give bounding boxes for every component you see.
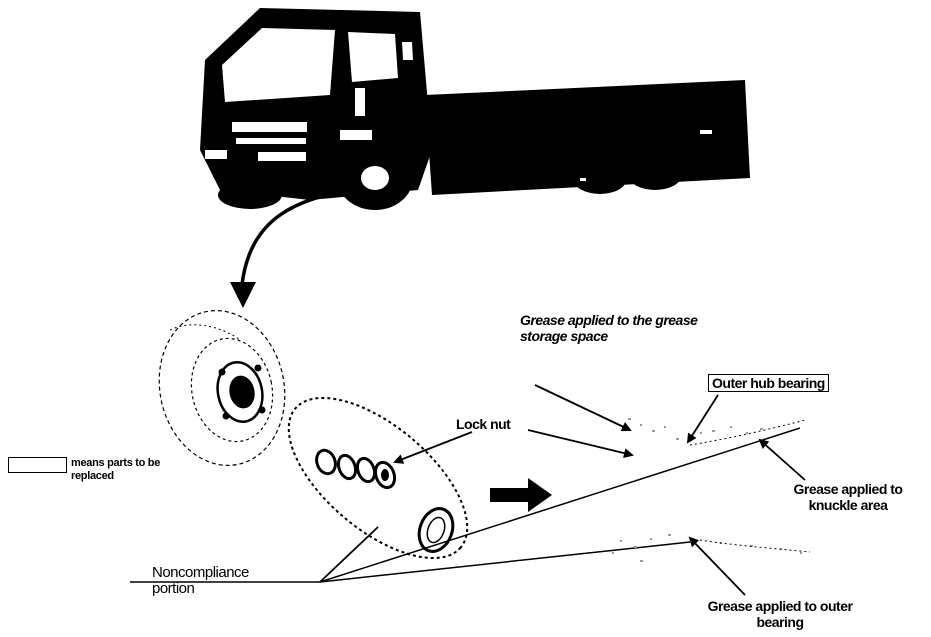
wheel-hub-illustration (145, 299, 299, 477)
leader-lines (320, 385, 805, 595)
grease-outer-bearing-label: Grease applied to outer bearing (700, 598, 860, 630)
grease-knuckle-label: Grease applied to knuckle area (768, 481, 928, 513)
lock-nut-label: Lock nut (456, 416, 510, 432)
noncompliance-text: Noncompliance portion (152, 564, 249, 597)
legend-swatch (8, 457, 67, 473)
noncompliance-label: Noncompliance portion (152, 565, 282, 597)
grease-outer-bearing-text: Grease applied to outer bearing (708, 598, 853, 630)
truck-to-hub-arrowhead (230, 282, 256, 308)
truck-illustration (200, 8, 750, 210)
flow-arrow (490, 478, 552, 512)
legend-text: means parts to be replaced (71, 457, 160, 482)
outer-hub-bearing-label: Outer hub bearing (708, 374, 829, 392)
outer-hub-bearing-text: Outer hub bearing (712, 375, 825, 391)
legend-label: means parts to be replaced (71, 457, 181, 483)
grease-knuckle-text: Grease applied to knuckle area (794, 481, 903, 513)
grease-storage-label: Grease applied to the grease storage spa… (520, 312, 720, 344)
lock-nut-text: Lock nut (456, 416, 510, 432)
lock-nut-parts (262, 369, 494, 588)
grease-storage-text: Grease applied to the grease storage spa… (520, 312, 697, 344)
